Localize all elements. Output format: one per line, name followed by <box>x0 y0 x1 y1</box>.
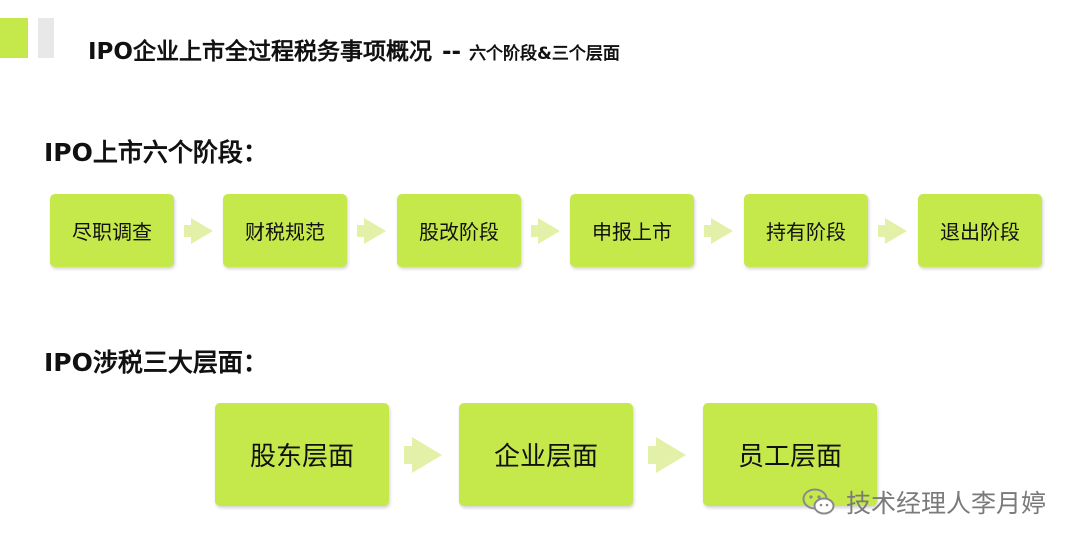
stage-arrow-shaft-2 <box>357 225 365 237</box>
header-accent-bar-gray <box>38 18 54 58</box>
stage-box-restructuring: 股改阶段 <box>397 194 521 267</box>
header-accent-bar <box>0 18 28 58</box>
wechat-icon <box>802 488 836 516</box>
page-title-separator: -- <box>441 39 462 65</box>
layer-arrow-2 <box>656 437 686 473</box>
stage-arrow-shaft-1 <box>184 225 192 237</box>
stage-arrow-1 <box>191 218 213 244</box>
stage-box-tax-compliance: 财税规范 <box>223 194 347 267</box>
page-title-main: IPO企业上市全过程税务事项概况 <box>88 39 432 65</box>
stage-arrow-5 <box>885 218 907 244</box>
watermark: 技术经理人李月婷 <box>802 484 1046 520</box>
layer-arrow-1 <box>412 437 442 473</box>
stage-box-listing-application: 申报上市 <box>570 194 694 267</box>
stage-arrow-shaft-5 <box>878 225 886 237</box>
stage-box-due-diligence: 尽职调查 <box>50 194 174 267</box>
stages-heading: IPO上市六个阶段： <box>44 138 268 167</box>
layer-arrow-shaft-2 <box>648 446 658 464</box>
stage-box-holding: 持有阶段 <box>744 194 868 267</box>
stage-arrow-shaft-4 <box>704 225 712 237</box>
stage-arrow-4 <box>711 218 733 244</box>
stage-arrow-shaft-3 <box>531 225 539 237</box>
stage-arrow-2 <box>364 218 386 244</box>
layer-box-employee: 员工层面 <box>703 403 877 506</box>
layer-box-shareholder: 股东层面 <box>215 403 389 506</box>
page-title: IPO企业上市全过程税务事项概况 -- 六个阶段&三个层面 <box>88 32 620 65</box>
layer-box-enterprise: 企业层面 <box>459 403 633 506</box>
layers-heading: IPO涉税三大层面： <box>44 348 268 377</box>
stage-arrow-3 <box>538 218 560 244</box>
page-title-subtitle: 六个阶段&三个层面 <box>469 44 620 64</box>
watermark-text: 技术经理人李月婷 <box>845 489 1046 518</box>
stage-box-exit: 退出阶段 <box>918 194 1042 267</box>
layer-arrow-shaft-1 <box>404 446 414 464</box>
